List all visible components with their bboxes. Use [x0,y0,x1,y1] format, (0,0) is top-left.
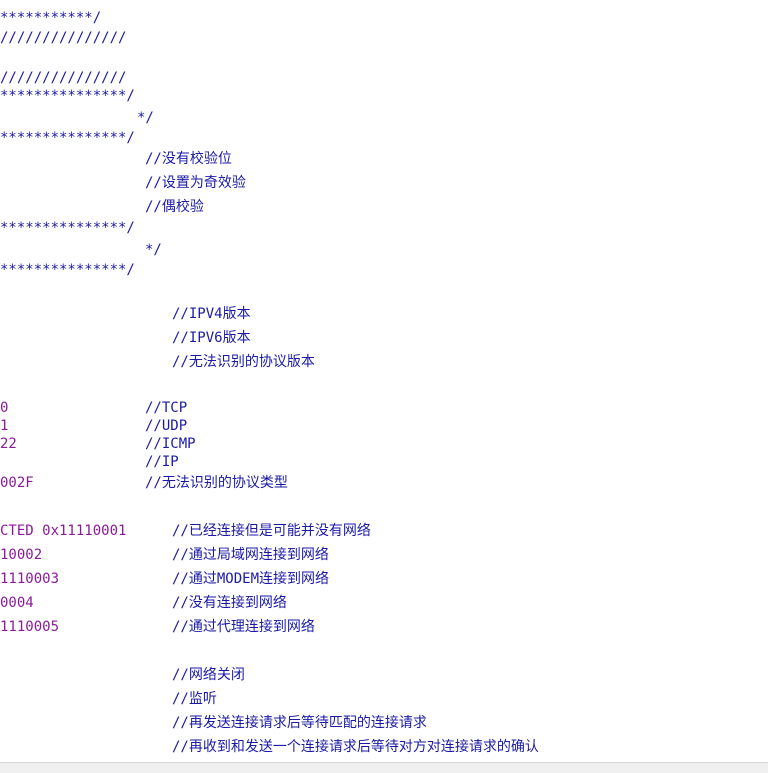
code-line: ***************/ [0,130,135,146]
code-line: */ [145,242,162,258]
code-comment: //监听 [172,691,217,707]
code-comment: //再收到和发送一个连接请求后等待对方对连接请求的确认 [172,739,539,755]
code-line: ***************/ [0,262,135,278]
code-comment: //IP [145,454,179,470]
code-line: ***********/ [0,10,102,26]
code-comment: //设置为奇效验 [145,175,246,191]
code-comment: //没有校验位 [145,151,232,167]
code-line: ***************/ [0,220,135,236]
code-comment: //无法识别的协议类型 [145,475,288,491]
code-number: 0 [0,400,9,416]
code-comment: //没有连接到网络 [172,595,287,611]
code-number: 1 [0,418,9,434]
code-number: 0004 [0,595,34,611]
code-number: 1110005 [0,619,60,635]
code-number: 10002 [0,547,43,563]
code-number: CTED 0x11110001 [0,523,127,539]
code-comment: //再发送连接请求后等待匹配的连接请求 [172,715,427,731]
code-comment: //UDP [145,418,188,434]
code-comment: //IPV6版本 [172,330,251,346]
code-number: 002F [0,475,34,491]
code-comment: //通过局域网连接到网络 [172,547,329,563]
code-number: 1110003 [0,571,60,587]
code-comment: //已经连接但是可能并没有网络 [172,523,371,539]
code-comment: //TCP [145,400,188,416]
status-bar [0,762,768,773]
code-comment: //无法识别的协议版本 [172,354,315,370]
code-comment: //通过代理连接到网络 [172,619,315,635]
code-comment: //网络关闭 [172,667,245,683]
code-number: 22 [0,436,17,452]
code-line: /////////////// [0,70,127,86]
code-comment: //通过MODEM连接到网络 [172,571,330,587]
code-comment: //IPV4版本 [172,306,251,322]
code-comment: //ICMP [145,436,196,452]
code-line: */ [137,110,154,126]
code-comment: //偶校验 [145,199,204,215]
code-line: /////////////// [0,30,127,46]
code-line: ***************/ [0,88,135,104]
